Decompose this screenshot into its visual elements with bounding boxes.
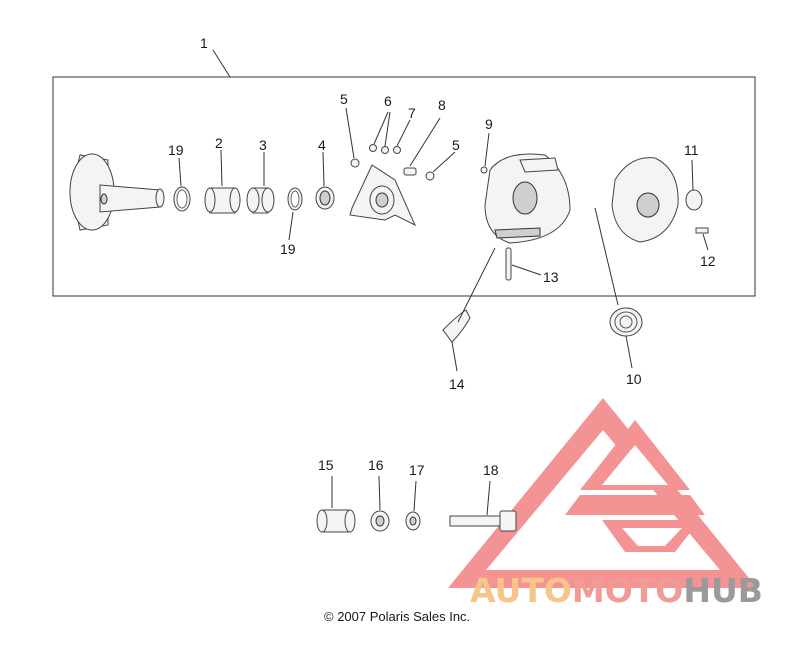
callout-1: 1 (200, 35, 208, 51)
leader-19b (288, 211, 294, 241)
washer-17 (405, 511, 421, 531)
callout-2: 2 (215, 135, 223, 151)
bushing-2 (204, 187, 241, 214)
leader-13 (511, 264, 542, 276)
leader-14-upper (457, 247, 496, 323)
callout-16: 16 (368, 457, 384, 473)
leader-17 (413, 480, 417, 512)
leader-7 (396, 119, 411, 147)
moveable-sheave (69, 153, 165, 231)
leader-5b (432, 151, 456, 173)
seal-4 (315, 186, 335, 210)
leader-1 (212, 49, 231, 78)
spider (349, 164, 417, 227)
washer-6b (381, 146, 389, 154)
copyright-text: © 2007 Polaris Sales Inc. (324, 609, 470, 624)
callout-7: 7 (408, 105, 416, 121)
callout-9: 9 (485, 116, 493, 132)
watermark-hub: HUB (683, 571, 763, 610)
leader-6a (373, 111, 389, 145)
ring-19-left (173, 186, 191, 212)
callout-4: 4 (318, 137, 326, 153)
spring-10 (609, 307, 643, 337)
callout-8: 8 (438, 97, 446, 113)
button-5-left (350, 158, 360, 168)
callout-11: 11 (684, 142, 699, 158)
callout-19-left: 19 (168, 142, 184, 158)
callout-5-left: 5 (340, 91, 348, 107)
screw-9 (480, 166, 488, 174)
assembly-box (52, 76, 756, 297)
callout-10: 10 (626, 371, 642, 387)
pin-13 (505, 247, 512, 281)
watermark-auto: AUTO (470, 571, 572, 610)
watermark-moto: MOTO (572, 571, 683, 610)
callout-19-right: 19 (280, 241, 296, 257)
callout-6: 6 (384, 93, 392, 109)
automotohub-logo (448, 398, 757, 588)
callout-17: 17 (409, 462, 425, 478)
leader-16 (378, 475, 381, 511)
ring-19-right (287, 187, 303, 211)
bushing-11 (685, 189, 703, 211)
leader-10-lower (625, 335, 633, 369)
bolt-18 (449, 510, 517, 532)
leader-9 (484, 132, 490, 167)
clutch-cover (484, 153, 571, 244)
weight-14 (442, 309, 471, 343)
washer-6a (369, 144, 377, 152)
pin-8 (403, 167, 417, 176)
watermark-text: AUTOMOTOHUB (470, 571, 763, 610)
leader-4 (322, 151, 325, 187)
cover-plate (611, 157, 679, 243)
callout-13: 13 (543, 269, 559, 285)
screw-12 (695, 227, 709, 234)
spacer-15 (316, 509, 356, 533)
leader-11 (691, 159, 694, 191)
leader-19a (178, 157, 182, 187)
leader-18 (486, 480, 491, 516)
washer-16 (370, 510, 390, 532)
leader-12 (702, 233, 709, 251)
washer-7 (393, 146, 401, 154)
button-5-right (425, 171, 435, 181)
leader-8 (409, 117, 441, 167)
callout-14: 14 (449, 376, 465, 392)
callout-18: 18 (483, 462, 499, 478)
callout-15: 15 (318, 457, 334, 473)
leader-14-lower (451, 341, 458, 372)
callout-5-right: 5 (452, 137, 460, 153)
leader-2 (220, 149, 223, 187)
leader-5a (345, 107, 355, 159)
leader-10-upper (594, 207, 619, 306)
leader-6b (384, 111, 391, 147)
callout-3: 3 (259, 137, 267, 153)
callout-12: 12 (700, 253, 716, 269)
bushing-3 (246, 187, 275, 214)
